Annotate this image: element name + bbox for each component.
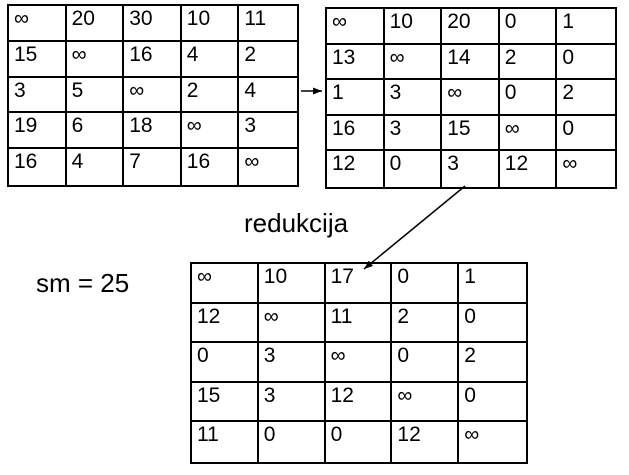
matrix-cell: ∞ bbox=[464, 423, 480, 447]
matrix-cell: 0 bbox=[459, 304, 526, 344]
matrix-cell: 0 bbox=[557, 116, 615, 152]
matrix-cell: 12 bbox=[192, 303, 259, 344]
matrix-cell: 3 bbox=[9, 77, 67, 114]
matrix-cell: 2 bbox=[239, 42, 297, 78]
matrix-cell: 12 bbox=[327, 151, 385, 187]
matrix-cell: 0 bbox=[499, 80, 558, 116]
matrix-cell: ∞ bbox=[392, 382, 460, 423]
reduction-sum-label: sm = 25 bbox=[36, 268, 130, 298]
matrix-cell: 0 bbox=[392, 264, 460, 304]
matrix-cell: 2 bbox=[181, 77, 240, 114]
matrix-cell: 11 bbox=[239, 6, 297, 42]
matrix-cell: ∞ bbox=[327, 9, 385, 45]
matrix-cell: 0 bbox=[499, 9, 558, 45]
matrix-cell: 2 bbox=[392, 303, 460, 344]
matrix-cell: 3 bbox=[258, 382, 326, 423]
matrix-cell: 3 bbox=[442, 151, 500, 187]
matrix-cell: 5 bbox=[66, 77, 125, 114]
matrix-cell: 15 bbox=[192, 382, 259, 423]
matrix-cell: 3 bbox=[239, 113, 297, 150]
matrix-cell: 4 bbox=[67, 149, 125, 185]
matrix-cell: 0 bbox=[385, 151, 443, 187]
matrix-cell: 2 bbox=[557, 80, 615, 116]
matrix-cell: ∞ bbox=[244, 150, 260, 174]
matrix-cell: 4 bbox=[239, 78, 297, 114]
matrix-cell: ∞ bbox=[258, 303, 326, 344]
matrix-cell: 17 bbox=[325, 264, 393, 304]
matrix-cell: 19 bbox=[9, 113, 67, 150]
matrix-cell: ∞ bbox=[562, 152, 578, 176]
matrix-cell: 10 bbox=[181, 6, 240, 42]
matrix-cell: 12 bbox=[325, 382, 393, 423]
matrix-cell: 15 bbox=[9, 41, 67, 78]
matrix-cell: 3 bbox=[384, 115, 443, 152]
matrix-cell: 14 bbox=[442, 44, 500, 81]
matrix-cell: 12 bbox=[500, 151, 558, 187]
matrix-cell: 15 bbox=[442, 115, 500, 152]
matrix-cell: 13 bbox=[327, 44, 385, 81]
matrix-cell: 16 bbox=[124, 41, 182, 78]
matrix-cell: 20 bbox=[442, 9, 500, 45]
matrix-cell: 2 bbox=[499, 44, 558, 81]
matrix-cell: 0 bbox=[192, 343, 259, 383]
matrix-cell: 7 bbox=[124, 149, 182, 185]
matrix-cell: 20 bbox=[66, 6, 125, 42]
matrix-cell: 11 bbox=[325, 303, 393, 344]
matrix-cell: ∞ bbox=[325, 343, 393, 383]
matrix-cell: 6 bbox=[66, 113, 125, 150]
matrix-cell: 0 bbox=[259, 422, 326, 462]
matrix-cell: 0 bbox=[326, 422, 393, 462]
matrix-cell: ∞ bbox=[499, 115, 558, 152]
matrix-cell: ∞ bbox=[192, 264, 259, 304]
matrix-cell: 10 bbox=[384, 9, 443, 45]
matrix-cell: 2 bbox=[459, 343, 526, 383]
matrix-cell: 1 bbox=[459, 264, 526, 304]
matrix-cell: 0 bbox=[557, 45, 615, 81]
matrix-cell: 1 bbox=[557, 9, 615, 45]
matrix-cell: 16 bbox=[327, 115, 385, 152]
matrix-cell: 12 bbox=[392, 422, 460, 462]
matrix-cell: 0 bbox=[392, 343, 460, 383]
matrix-cell: 0 bbox=[459, 383, 526, 423]
matrix-cell: 16 bbox=[9, 149, 67, 185]
matrix-cell: ∞ bbox=[181, 113, 240, 150]
matrix-cell: ∞ bbox=[124, 77, 182, 114]
matrix-cell: 3 bbox=[384, 80, 443, 116]
matrix-cell: 16 bbox=[182, 149, 240, 185]
matrix-cell: 3 bbox=[258, 343, 326, 383]
matrix-cell: ∞ bbox=[384, 44, 443, 81]
matrix-cell: 1 bbox=[327, 80, 385, 116]
matrix-cell: 4 bbox=[181, 41, 240, 78]
matrix-cell: 11 bbox=[192, 422, 259, 462]
arrow-matrix2-to-matrix3 bbox=[363, 185, 466, 270]
matrix-cell: 30 bbox=[124, 6, 182, 42]
matrix-cell: ∞ bbox=[9, 6, 67, 42]
matrix-cell: ∞ bbox=[66, 41, 125, 78]
matrix-cell: ∞ bbox=[442, 80, 500, 116]
matrix-cell: 18 bbox=[124, 113, 182, 150]
matrix-cell: 10 bbox=[258, 264, 326, 304]
reduction-label: redukcija bbox=[244, 208, 349, 238]
